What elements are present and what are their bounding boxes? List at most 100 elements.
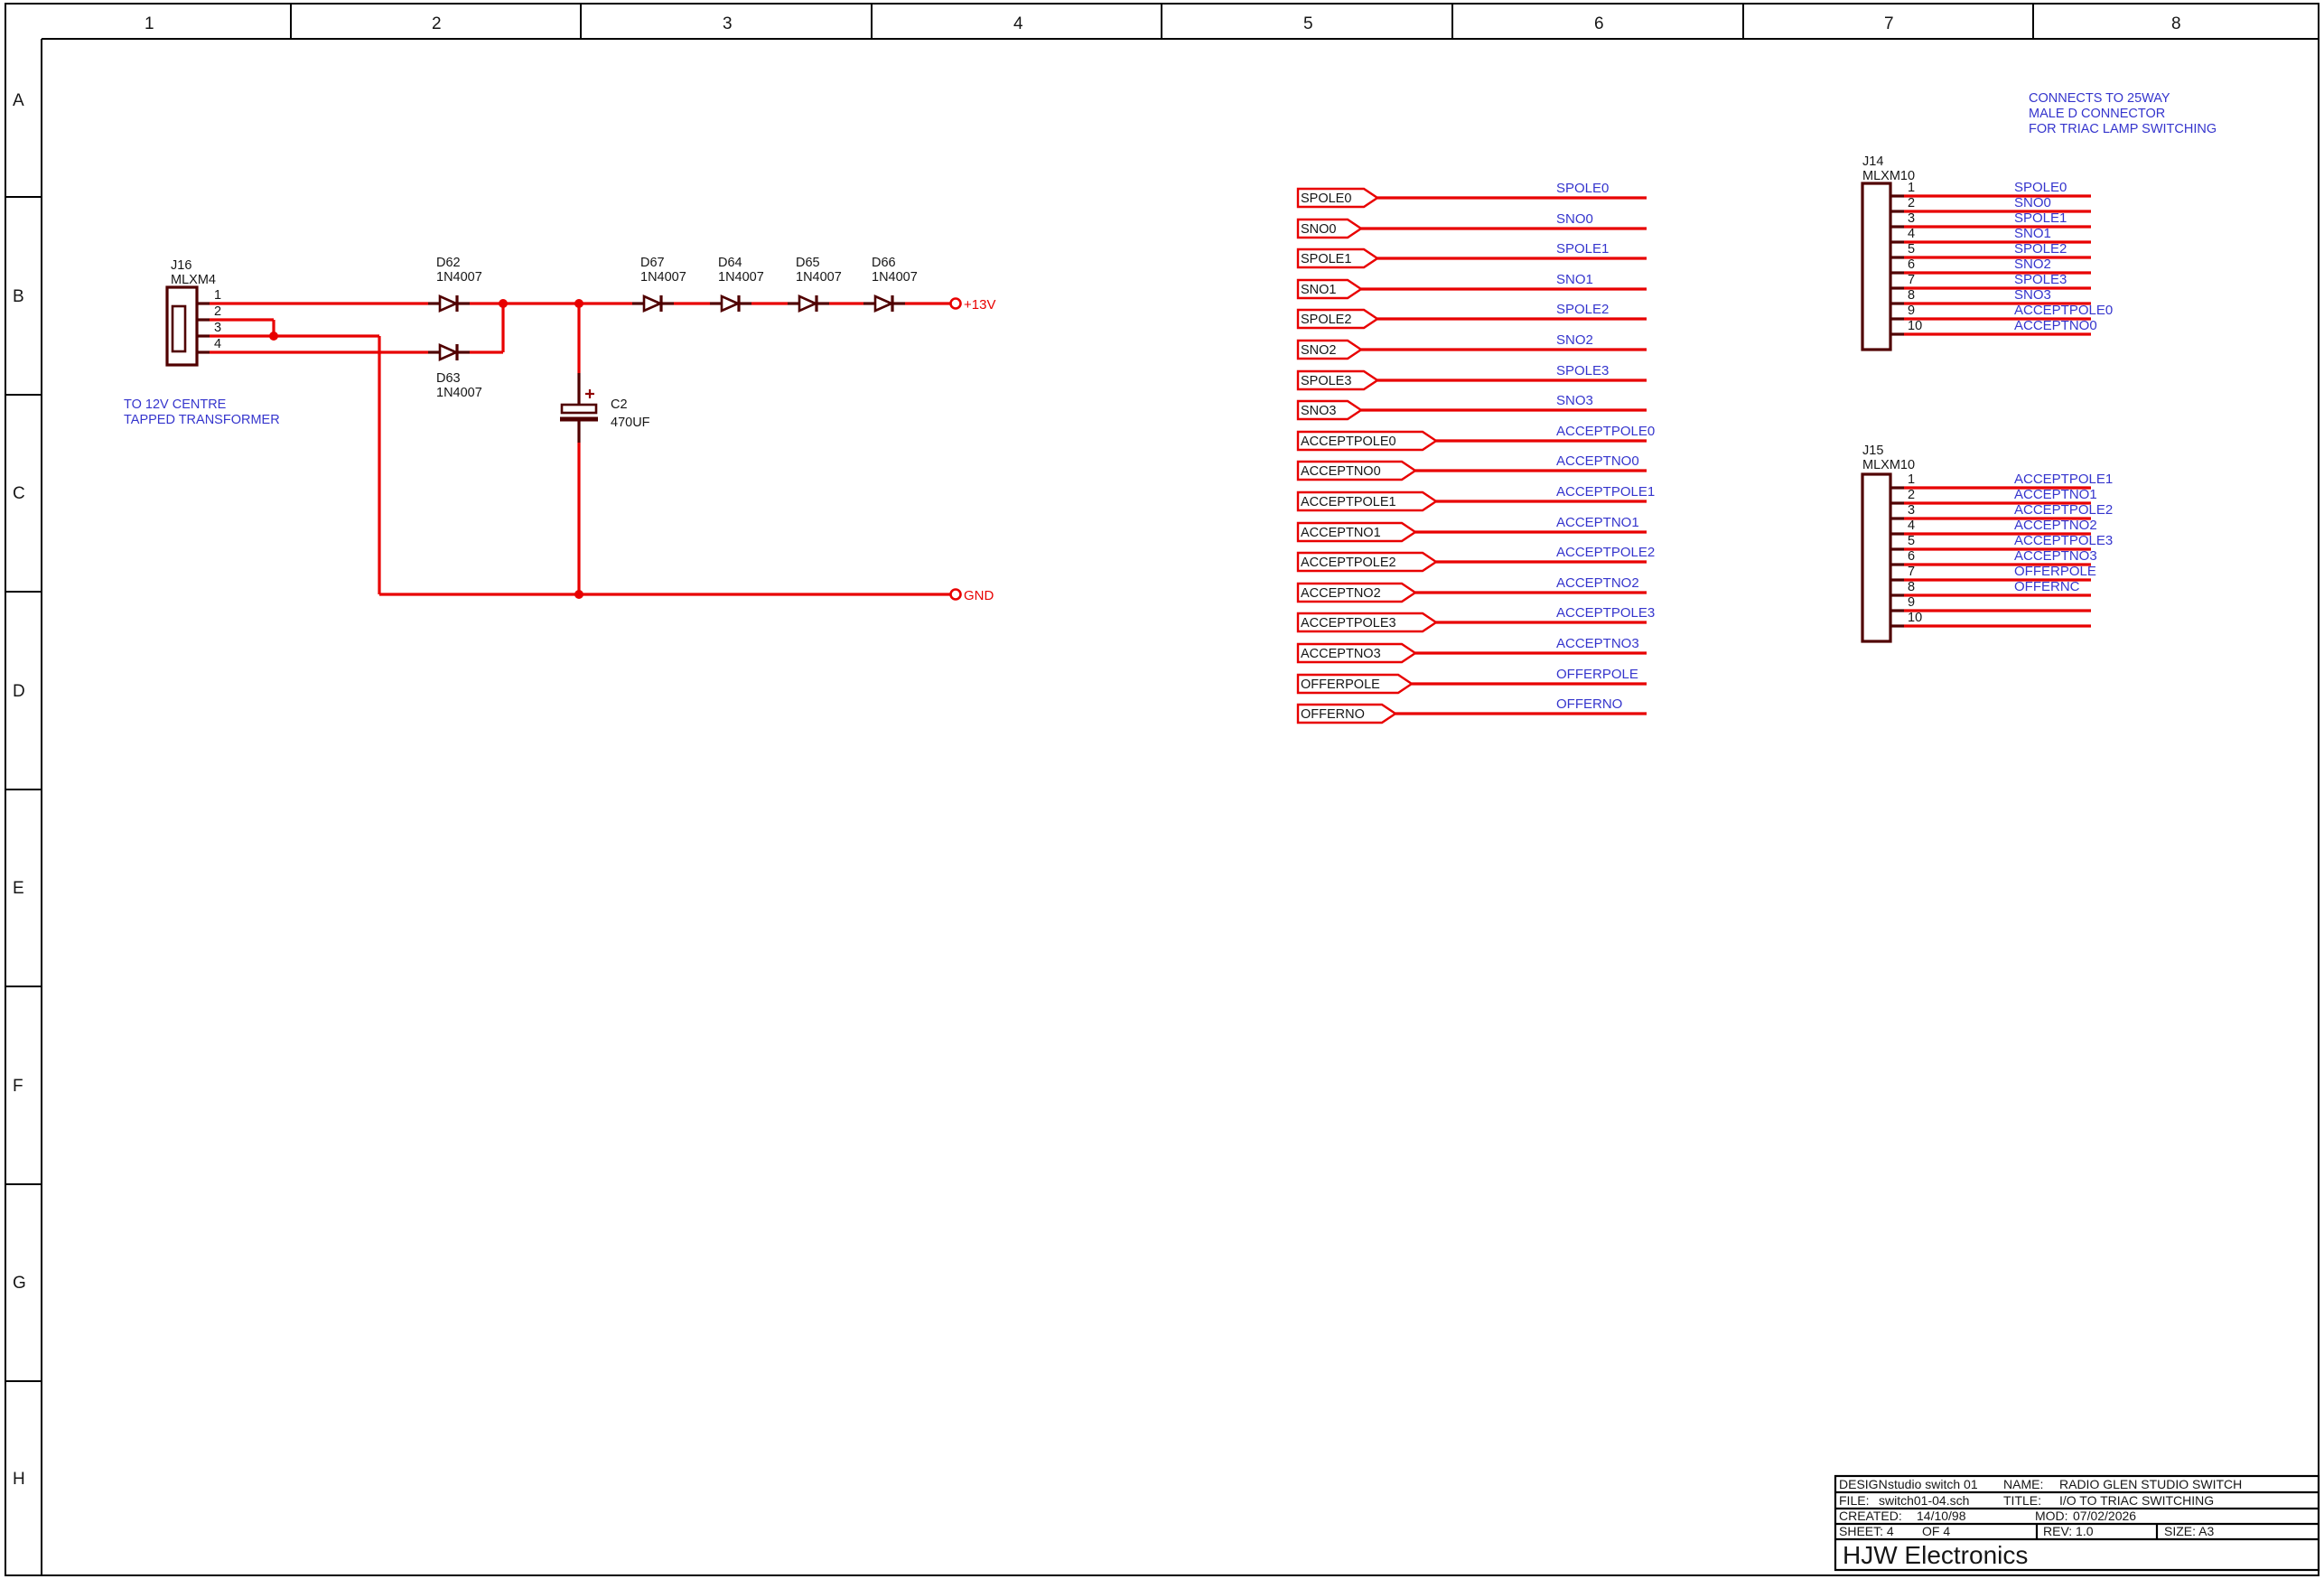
created-value: 14/10/98 [1917,1509,1966,1523]
net-label: SPOLE0 [2014,180,2067,195]
net-label: SNO2 [2014,257,2051,272]
diode-triangle [720,294,742,313]
net-flag [1296,339,1364,360]
net-label: SPOLE1 [1556,241,1609,257]
design-label: DESIGN [1839,1477,1888,1491]
row-label: E [13,879,24,898]
diode-value: 1N4007 [436,270,482,285]
design-value: studio switch 01 [1888,1477,1978,1491]
net-label: SNO3 [1556,393,1593,408]
pin-number: 2 [1908,488,1915,502]
mod-label: MOD: [2035,1509,2068,1523]
connector-body [165,285,199,367]
net-flag [1296,673,1414,695]
connector-note-line2: MALE D CONNECTOR [2029,107,2165,121]
diode-ref: D66 [872,256,896,270]
net-flag [1296,521,1418,543]
j16-ref: J16 [171,258,191,273]
flag-label: SNO1 [1301,283,1337,297]
pin-number: 4 [1908,227,1915,241]
column-label: 8 [2171,14,2181,33]
created-label: CREATED: [1839,1509,1902,1523]
flag-label: ACCEPTPOLE0 [1301,434,1396,449]
flag-label: SNO2 [1301,343,1337,358]
title-block: DESIGN studio switch 01 NAME: RADIO GLEN… [1834,1474,2320,1572]
diode-value: 1N4007 [436,386,482,400]
net-label: SNO0 [1556,211,1593,227]
net-label: SNO2 [1556,332,1593,348]
sheet-frame: 1 2 3 4 5 6 7 8 A B C D E F G H [5,3,2319,1576]
flag-label: SPOLE0 [1301,192,1351,206]
flag-label: ACCEPTPOLE2 [1301,556,1396,570]
column-label: 6 [1594,14,1604,33]
name-label: NAME: [2003,1477,2043,1491]
pin-number: 10 [1908,611,1922,625]
net-flag [1296,308,1380,330]
pin-number: 3 [1908,503,1915,518]
flag-label: SPOLE1 [1301,252,1351,266]
column-label: 1 [145,14,154,33]
net-flag [1296,430,1439,452]
connector-j14: J14 MLXM10 1 SPOLE0 2 SNO0 3 SPOLE1 4 SN… [1861,154,2113,351]
flag-label: ACCEPTPOLE3 [1301,616,1396,631]
flag-label: ACCEPTNO2 [1301,586,1381,601]
net-label: ACCEPTNO2 [1556,575,1639,591]
pin-number: 2 [1908,196,1915,210]
net-label: ACCEPTPOLE3 [1556,605,1655,621]
column-label: 2 [432,14,442,33]
mod-value: 07/02/2026 [2073,1509,2136,1523]
row-label: G [13,1274,26,1293]
row-label: D [13,682,25,701]
flag-label: ACCEPTNO3 [1301,647,1381,661]
pin-number: 9 [1908,595,1915,610]
flag-label: SPOLE3 [1301,374,1351,388]
diode-value: 1N4007 [640,270,686,285]
net-label: OFFERNC [2014,579,2080,594]
pin-number: 3 [214,321,221,335]
name-value: RADIO GLEN STUDIO SWITCH [2059,1477,2242,1491]
net-label: ACCEPTNO0 [1556,453,1639,469]
j16-part: MLXM4 [171,273,216,287]
j14-part: MLXM10 [1862,169,1915,183]
row-label: F [13,1077,23,1096]
net-flag [1296,369,1380,391]
pin-number: 6 [1908,257,1915,272]
connector-j16: J16 MLXM4 1 2 3 4 [165,258,221,367]
net-label: SNO3 [2014,287,2051,303]
file-value: switch01-04.sch [1879,1493,1969,1508]
pin-number: 5 [1908,534,1915,548]
net-label: ACCEPTNO3 [1556,636,1639,651]
connector-note-line1: CONNECTS TO 25WAY [2029,91,2170,106]
column-label: 7 [1884,14,1894,33]
net-label: ACCEPTPOLE2 [1556,545,1655,560]
pin-number: 8 [1908,580,1915,594]
net-label: ACCEPTPOLE0 [2014,303,2113,318]
pin-number: 6 [1908,549,1915,564]
net-label: ACCEPTPOLE1 [2014,472,2113,487]
net-flag [1296,399,1364,421]
net-flag [1296,460,1418,481]
net-label: OFFERPOLE [2014,564,2096,579]
flag-label: OFFERNO [1301,707,1365,722]
diode-triangle [873,294,895,313]
flag-label: ACCEPTPOLE1 [1301,495,1396,509]
net-label: SPOLE0 [1556,181,1609,196]
diode-d63: D63 1N4007 [428,342,482,400]
pin-number: 9 [1908,304,1915,318]
psu-wires [210,299,950,599]
row-label: B [13,287,24,306]
pin-number: 8 [1908,288,1915,303]
connector-key [171,304,187,353]
net-flag [1296,187,1380,209]
diode-ref: D62 [436,256,461,270]
net-label: SPOLE2 [2014,241,2067,257]
net-label: SPOLE3 [1556,363,1609,378]
net-flag [1296,642,1418,664]
connector-body [1861,472,1892,643]
net-flag [1296,612,1439,633]
row-label: H [13,1470,25,1489]
pin-number: 5 [1908,242,1915,257]
size-value: SIZE: A3 [2164,1524,2214,1538]
diode-value: 1N4007 [872,270,918,285]
transformer-note-line2: TAPPED TRANSFORMER [124,413,280,427]
